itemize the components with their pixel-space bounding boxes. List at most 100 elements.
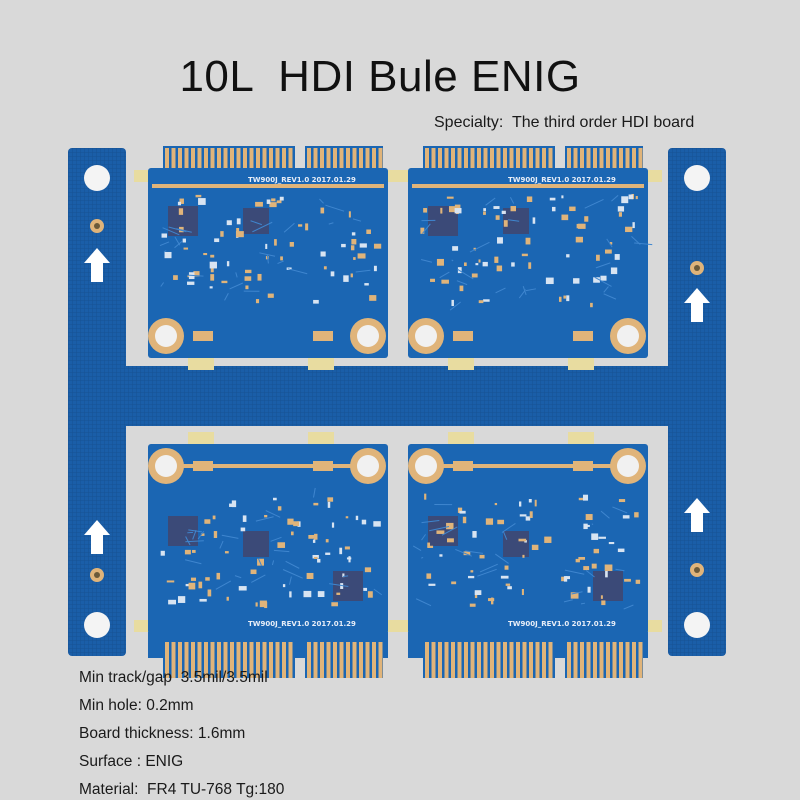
trace [571, 591, 583, 595]
smd-pad [525, 237, 531, 245]
trace [352, 218, 362, 222]
gold-finger [477, 148, 481, 168]
gold-finger [365, 642, 370, 664]
gold-finger [625, 658, 630, 678]
page-title: 10L HDI Bule ENIG [179, 52, 581, 101]
gold-finger [230, 148, 234, 168]
gold-finger [269, 148, 273, 168]
smd-pad [177, 201, 182, 206]
smd-pad [545, 277, 554, 285]
smd-pad [463, 262, 467, 267]
gold-finger [313, 148, 318, 168]
smd-pad [628, 194, 634, 200]
smd-pad [521, 253, 528, 257]
gold-finger [490, 642, 494, 664]
trace [623, 604, 634, 610]
smd-pad [621, 196, 629, 204]
trace [265, 510, 281, 518]
smd-pad [267, 293, 274, 298]
gold-finger [573, 642, 578, 664]
smd-pad [199, 598, 207, 602]
gold-finger [444, 658, 449, 678]
gold-finger [326, 658, 331, 678]
gold-finger [178, 658, 182, 678]
trace [600, 510, 610, 519]
smd-pad [195, 194, 202, 198]
breakaway-tab [448, 356, 474, 370]
trace [615, 568, 625, 572]
smd-pad [317, 558, 321, 563]
gold-finger [372, 642, 376, 664]
smd-pad [610, 267, 618, 275]
smd-pad [483, 211, 486, 215]
gold-finger [313, 658, 318, 678]
smd-pad [482, 261, 488, 267]
gold-finger [516, 148, 520, 168]
gold-finger [457, 642, 462, 664]
gold-finger [269, 642, 273, 664]
smd-pad [565, 576, 571, 580]
smd-pad [510, 206, 516, 212]
smd-pad [348, 211, 351, 218]
smd-pad [478, 300, 484, 304]
gold-finger [593, 658, 597, 678]
gold-finger [503, 148, 507, 168]
gold-finger [352, 148, 357, 168]
trace [270, 536, 282, 542]
gold-finger [262, 658, 267, 678]
smd-pad [313, 299, 319, 304]
fiducial-center [94, 572, 100, 578]
smd-pad [226, 596, 229, 601]
smd-pad [618, 212, 622, 217]
smd-pad [190, 577, 197, 581]
fiducial-center [694, 567, 700, 573]
breakaway-tab [308, 432, 334, 446]
smd-pad [526, 196, 533, 202]
trace [509, 197, 515, 204]
edge-connector-base [305, 146, 383, 170]
smd-pad [436, 258, 444, 266]
gold-finger [333, 148, 337, 168]
breakaway-tab [188, 356, 214, 370]
smd-pad [369, 295, 377, 301]
smd-pad [277, 542, 286, 548]
gold-finger [191, 148, 195, 168]
trace [603, 286, 609, 293]
smd-pad [198, 198, 206, 205]
trace [415, 598, 432, 607]
smd-pad [245, 269, 252, 274]
pcb-board: TW900J_REV1.0 2017.01.29 [134, 146, 402, 370]
gold-finger [451, 148, 455, 168]
smd-pad [483, 299, 490, 302]
smd-pad [632, 222, 635, 229]
trace [564, 569, 585, 575]
ic-chip [243, 531, 269, 557]
smd-pad [451, 299, 454, 307]
smd-pad [561, 195, 564, 199]
gold-finger [483, 642, 488, 664]
smd-pad [353, 257, 356, 260]
smd-pad [282, 584, 286, 588]
breakaway-tab [134, 620, 150, 632]
smd-pad [593, 548, 600, 554]
smd-pad [367, 591, 373, 598]
trace [313, 487, 316, 498]
smd-pad [274, 239, 277, 246]
gold-finger [567, 148, 571, 168]
gold-finger [339, 148, 344, 168]
smd-pad [582, 494, 589, 501]
gold-finger [612, 148, 617, 168]
smd-pad [276, 200, 282, 204]
smd-pad [320, 207, 325, 214]
trace [455, 548, 472, 557]
smd-pad [453, 331, 473, 341]
smd-pad [424, 493, 427, 500]
smd-pad [305, 223, 309, 231]
gold-finger [256, 148, 260, 168]
gold-finger [178, 148, 182, 168]
gold-finger [586, 642, 591, 664]
trace [277, 260, 284, 264]
smd-pad [525, 516, 531, 521]
smd-pad [166, 580, 175, 583]
smd-pad [193, 271, 200, 277]
